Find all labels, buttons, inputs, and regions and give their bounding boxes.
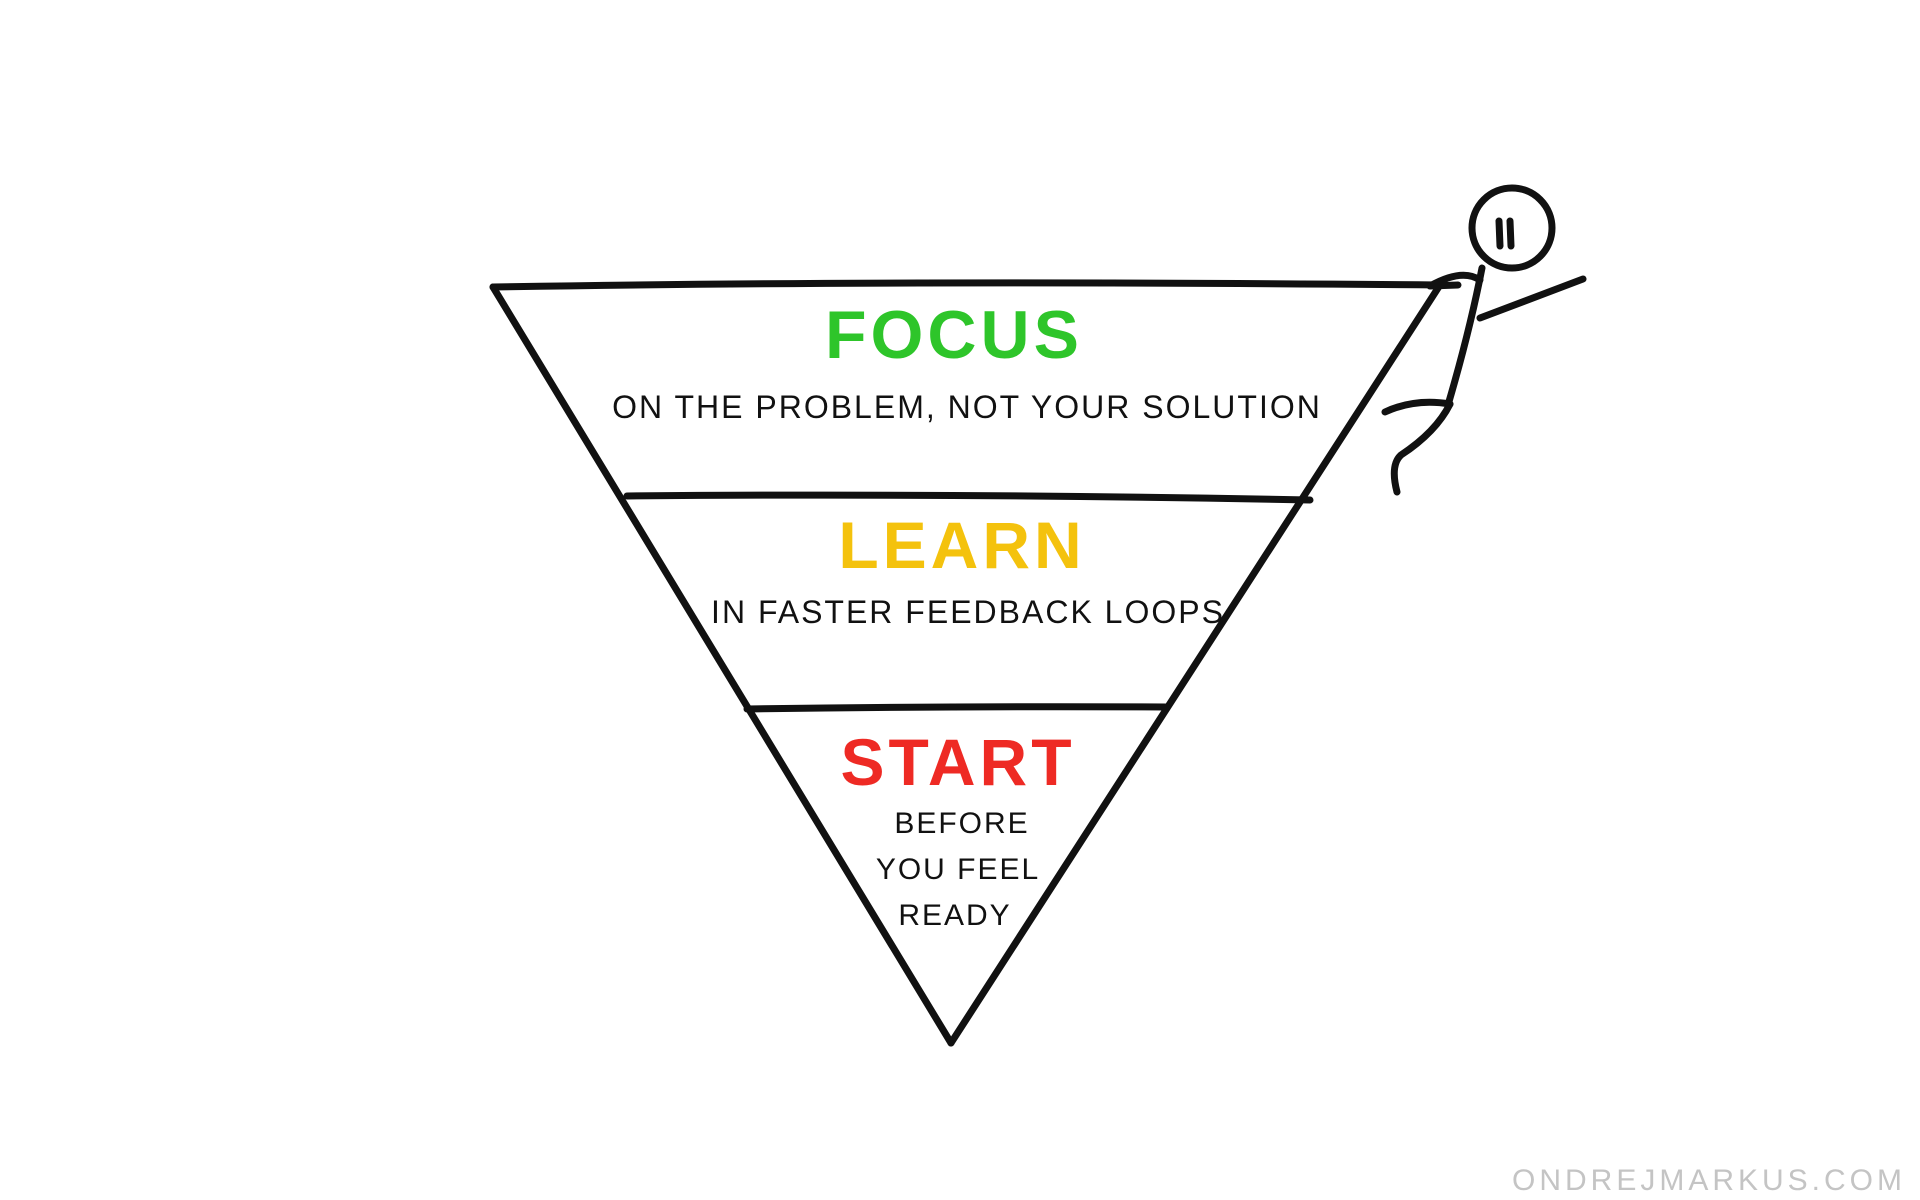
tier-start: START BEFORE YOU FEEL READY — [840, 725, 1075, 932]
tier-heading-start: START — [840, 725, 1075, 799]
tier-caption-focus: ON THE PROBLEM, NOT YOUR SOLUTION — [612, 389, 1322, 425]
tier-divider-1 — [623, 491, 1314, 504]
stick-figure-leg-lower — [1390, 400, 1454, 496]
stick-figure-leg-upper — [1381, 398, 1454, 416]
tier-focus: FOCUS ON THE PROBLEM, NOT YOUR SOLUTION — [612, 297, 1322, 425]
stick-figure-head — [1468, 184, 1556, 272]
tier-divider-2 — [743, 703, 1171, 713]
tier-learn: LEARN IN FASTER FEEDBACK LOOPS — [711, 508, 1225, 630]
stick-figure-climbing-icon — [1381, 184, 1587, 496]
tier-caption-start-line-1: BEFORE — [894, 807, 1029, 840]
stick-figure-arm-reaching — [1476, 275, 1587, 322]
pyramid-left-edge — [489, 283, 955, 1047]
tier-heading-learn: LEARN — [838, 508, 1085, 582]
pyramid-outline — [489, 279, 1444, 1047]
tier-caption-start-line-2: YOU FEEL — [876, 853, 1040, 886]
tier-caption-learn: IN FASTER FEEDBACK LOOPS — [711, 594, 1225, 630]
stick-figure-eye-left — [1495, 217, 1504, 250]
tier-caption-start-line-3: READY — [898, 899, 1011, 932]
stick-figure-arm-gripping — [1426, 271, 1484, 290]
credit-watermark: ONDREJMARKUS.COM — [1512, 1164, 1906, 1197]
pyramid-top-edge — [489, 279, 1444, 291]
tier-heading-focus: FOCUS — [825, 297, 1083, 373]
stick-figure-eye-right — [1506, 217, 1515, 250]
pyramid-right-edge — [947, 281, 1444, 1047]
